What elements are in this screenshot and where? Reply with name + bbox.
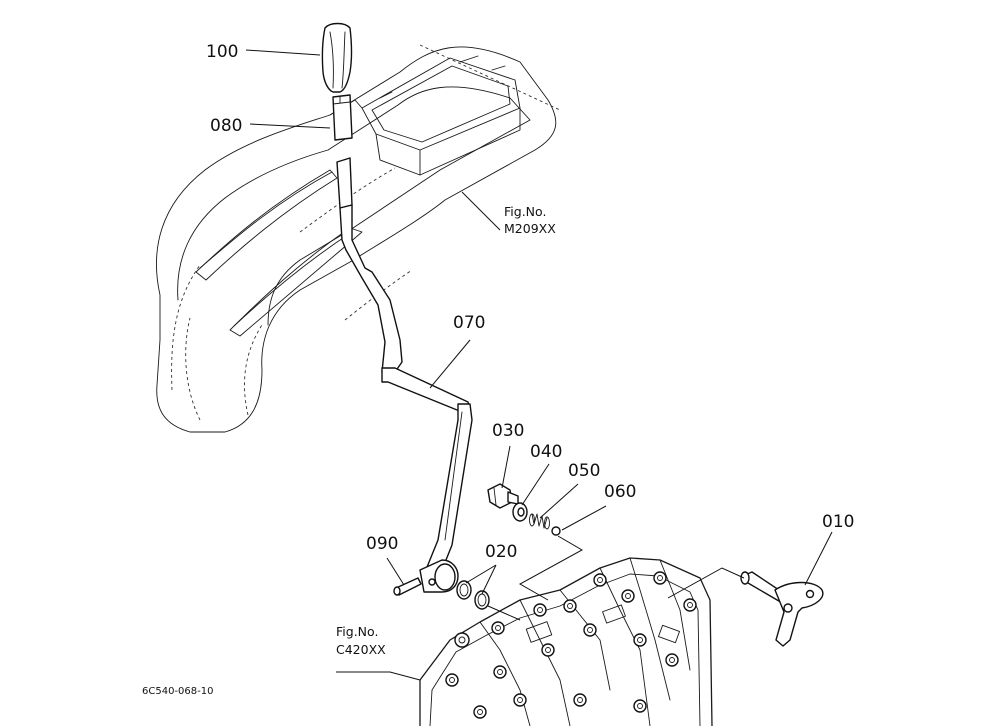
part-label-020: 020	[485, 542, 517, 562]
part-label-010: 010	[822, 512, 854, 532]
transmission-housing	[419, 557, 713, 726]
part-label-090: 090	[366, 534, 398, 554]
part-label-030: 030	[492, 421, 524, 441]
bolt	[487, 483, 519, 509]
steel-ball	[551, 526, 561, 536]
fig-ref-housing-line1: Fig.No.	[336, 624, 378, 639]
shift-lever	[336, 157, 473, 593]
assembly-lines	[487, 535, 745, 621]
spring	[529, 513, 550, 530]
part-label-080: 080	[210, 116, 242, 136]
fig-ref-console-line1: Fig.No.	[504, 204, 546, 219]
drawing-code: 6C540-068-10	[142, 686, 213, 697]
part-label-060: 060	[604, 482, 636, 502]
part-label-100: 100	[206, 42, 238, 62]
spring-pin	[393, 577, 422, 596]
lever-grip	[332, 94, 353, 141]
washer	[512, 502, 528, 522]
o-rings	[456, 580, 490, 610]
shift-knob	[321, 22, 353, 93]
console-cover	[156, 44, 561, 433]
part-label-040: 040	[530, 442, 562, 462]
fig-ref-housing-line2: C420XX	[336, 642, 386, 657]
shift-shaft	[740, 571, 824, 647]
leader-lines	[245, 49, 833, 681]
part-label-070: 070	[453, 313, 485, 333]
fig-ref-console-line2: M209XX	[504, 221, 556, 236]
part-label-050: 050	[568, 461, 600, 481]
